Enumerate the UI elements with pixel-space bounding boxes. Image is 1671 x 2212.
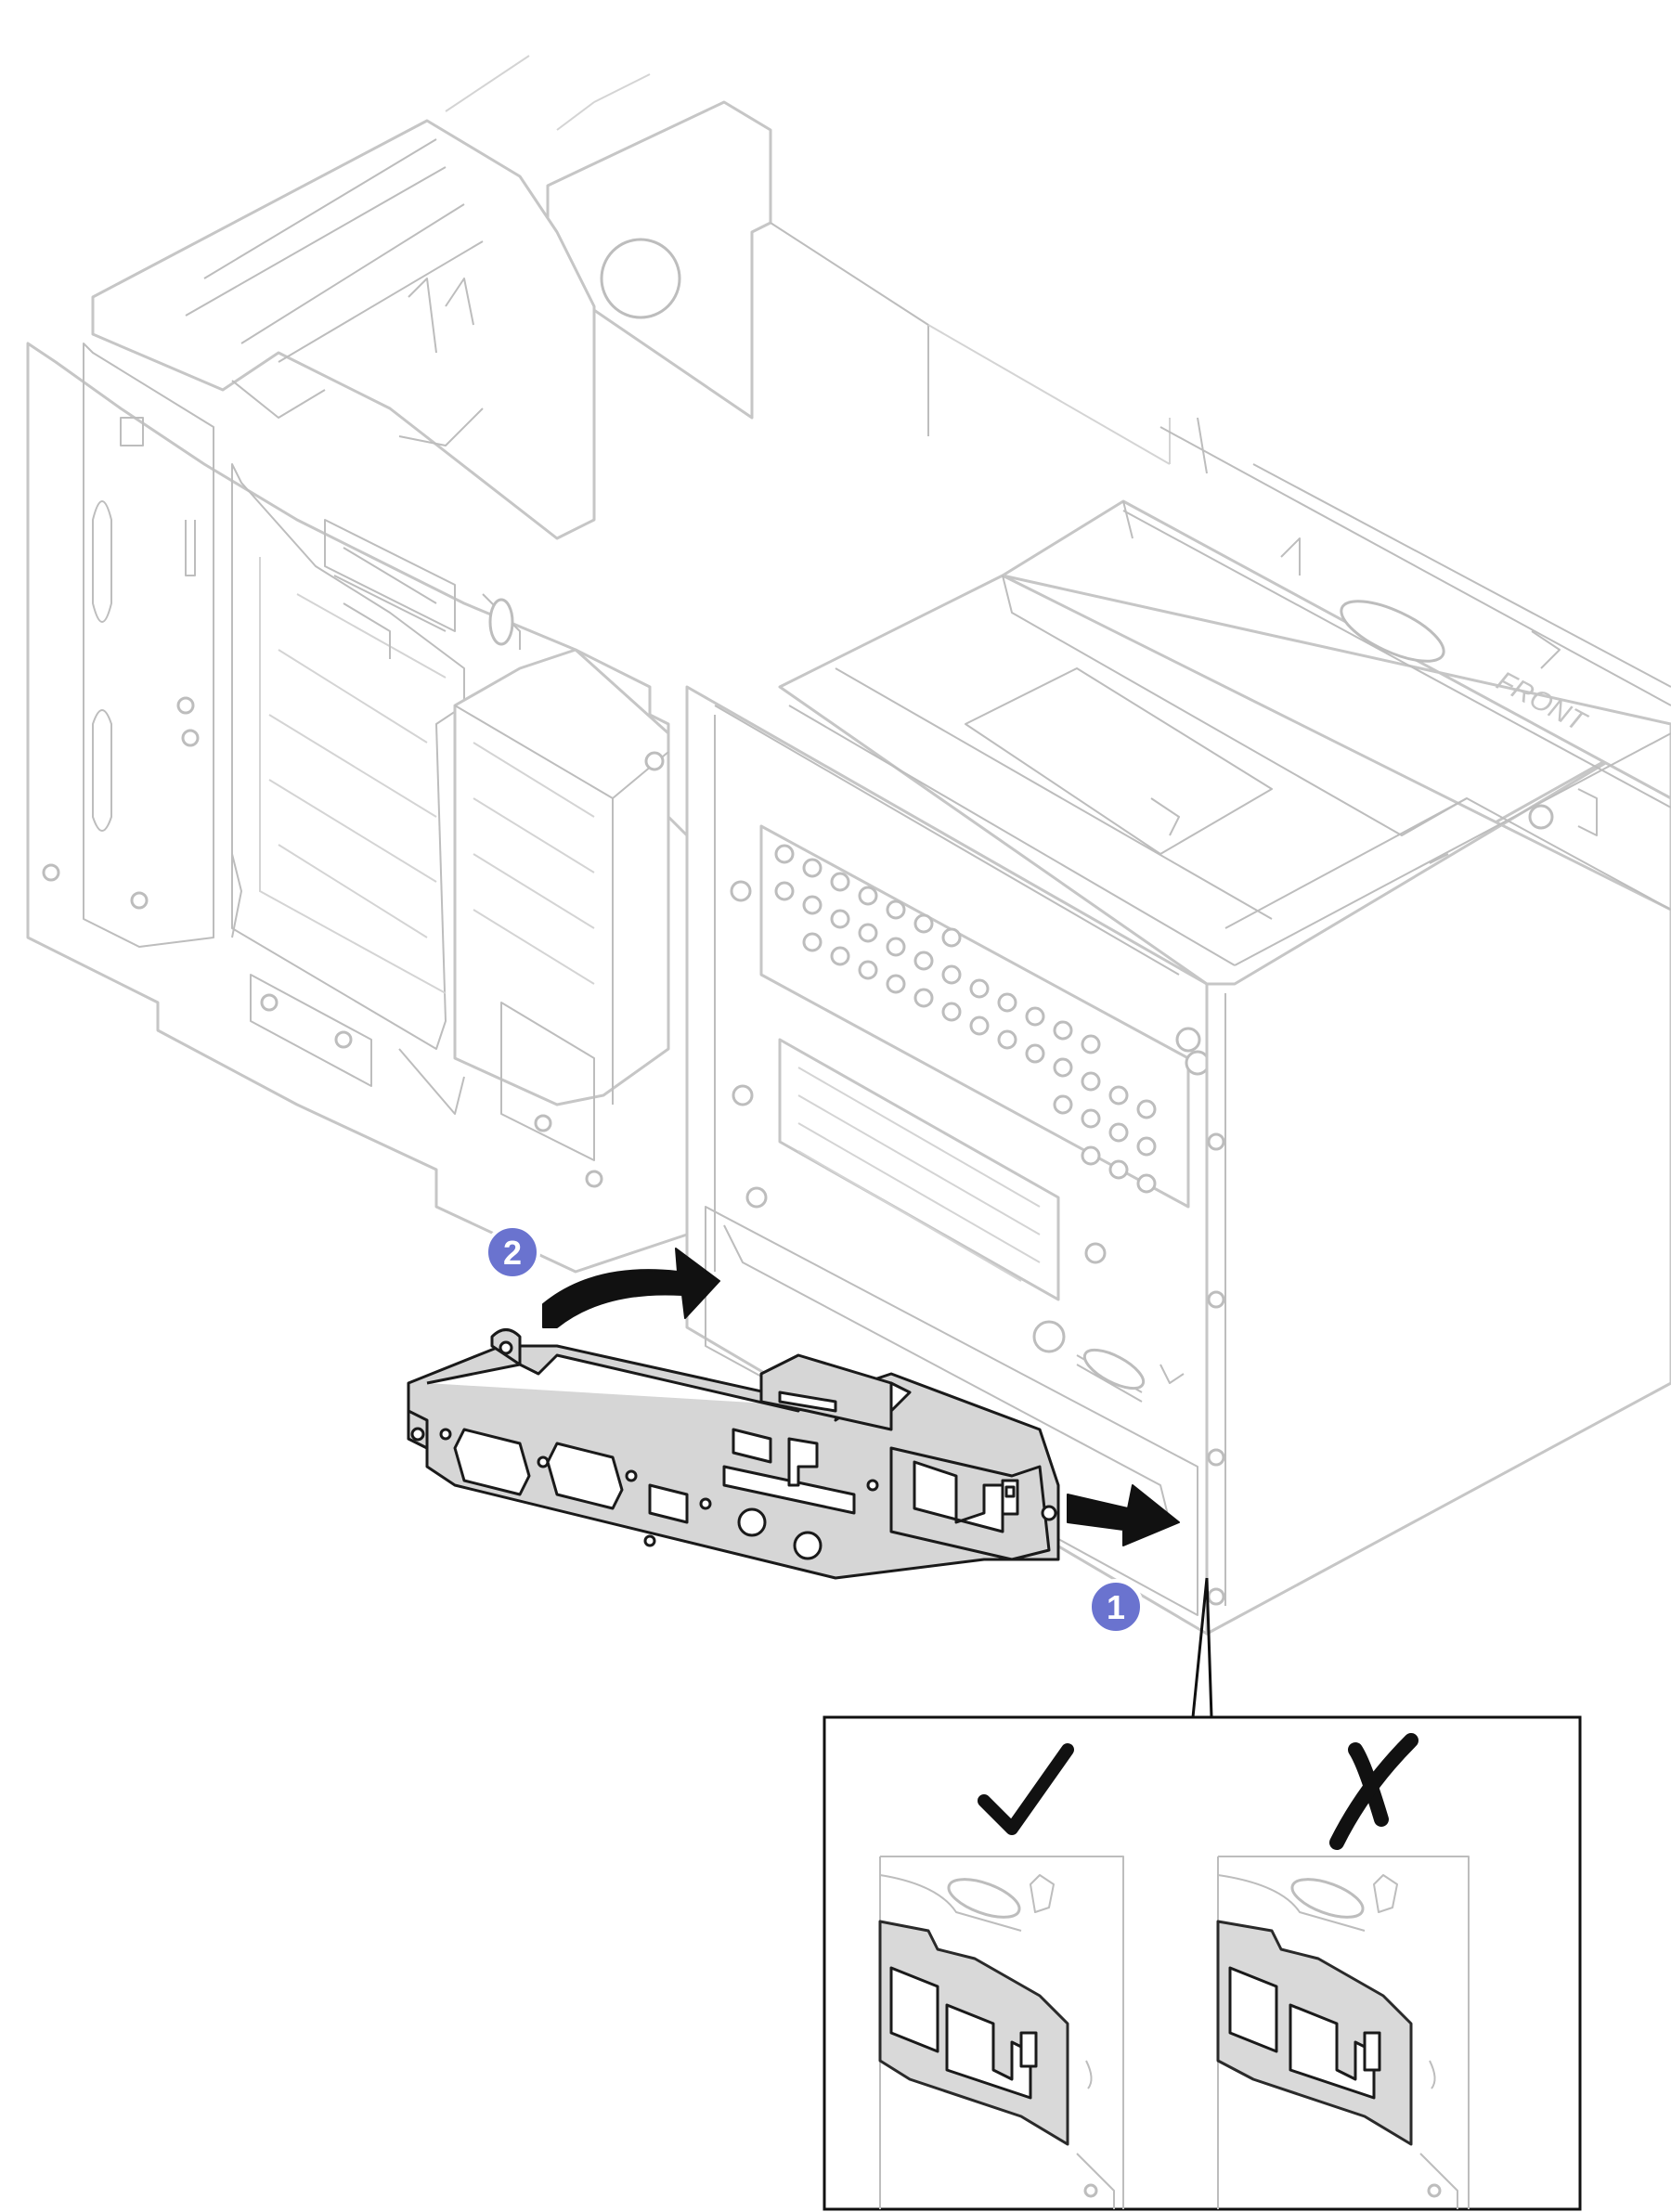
inset-incorrect-view (1216, 1856, 1470, 2209)
step-2-badge: 2 (485, 1224, 540, 1280)
front-io-bracket (407, 1328, 1060, 1580)
step-1-badge: 1 (1088, 1579, 1144, 1635)
inset-detail-box (823, 1715, 1582, 2211)
ventilation-holes (774, 844, 1157, 1194)
step-1-arrow (1067, 1484, 1180, 1546)
checkmark-icon (978, 1743, 1074, 1835)
step-2-arrow (542, 1248, 720, 1328)
server-chassis: FRONT (26, 55, 1671, 1636)
x-mark-icon (1329, 1733, 1418, 1850)
step-2-number: 2 (503, 1234, 522, 1272)
inset-correct-view (878, 1856, 1124, 2209)
step-1-number: 1 (1107, 1588, 1125, 1626)
callout-leader (1191, 1577, 1213, 1718)
